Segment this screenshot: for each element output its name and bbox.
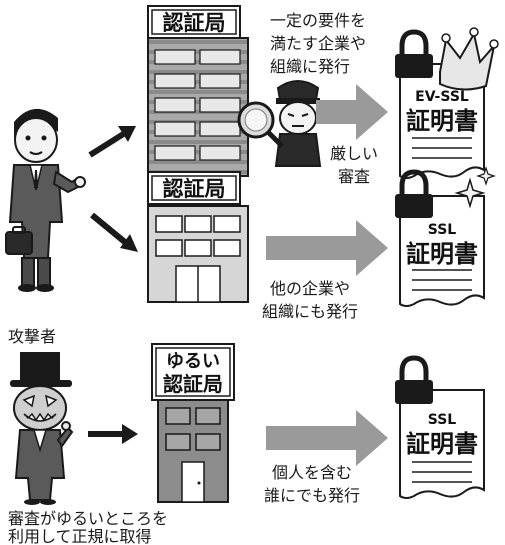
strict-review-line-1: 厳しい — [330, 144, 378, 163]
arrow-to-ssl-certificate — [266, 220, 388, 276]
arrow-to-normal-authority — [90, 212, 138, 252]
lax-authority-label-line-2: 認証局 — [163, 372, 223, 396]
ssl-type-label-bottom: SSL — [428, 412, 457, 428]
normal-authority-building — [147, 171, 249, 303]
strict-authority-label: 認証局 — [163, 11, 226, 35]
middle-issue-line-2: 組織にも発行 — [262, 302, 358, 321]
ssl-type-label-middle: SSL — [428, 222, 457, 238]
arrow-to-lax-authority — [88, 424, 138, 444]
ssl-certificate-bottom — [399, 389, 485, 499]
attacker-caption-line-2: 利用して正規に取得 — [8, 527, 152, 545]
bottom-issue-line-2: 誰にでも発行 — [264, 486, 360, 505]
attacker-label: 攻撃者 — [8, 327, 56, 346]
strict-review-line-2: 審査 — [338, 167, 370, 186]
briefcase-icon — [5, 226, 33, 255]
magnifier-icon — [237, 101, 284, 148]
ev-ssl-certificate — [399, 63, 485, 179]
requirement-text-line-2: 満たす企業や — [270, 34, 366, 53]
arrow-to-ev-certificate — [316, 84, 388, 140]
strict-authority-building — [147, 5, 249, 177]
requirement-text-line-1: 一定の要件を — [270, 11, 366, 30]
middle-issue-line-1: 他の企業や — [270, 279, 350, 298]
ssl-title-middle: 証明書 — [406, 240, 478, 268]
attacker-figure — [10, 352, 74, 505]
normal-authority-label: 認証局 — [163, 177, 226, 201]
padlock-icon-middle — [395, 169, 433, 218]
lax-authority-building — [151, 343, 235, 503]
ev-ssl-title: 証明書 — [406, 107, 478, 135]
ev-ssl-type-label: EV-SSL — [415, 89, 469, 105]
inspector-figure — [274, 80, 322, 167]
arrow-to-strict-authority — [88, 126, 136, 158]
requirement-text-line-3: 組織に発行 — [270, 57, 350, 76]
ssl-certificate-middle — [399, 195, 485, 307]
padlock-icon-bottom — [395, 355, 433, 404]
crown-icon — [439, 27, 499, 91]
bottom-issue-line-1: 個人を含む — [272, 463, 352, 482]
businessman-figure — [8, 108, 86, 292]
ssl-title-bottom: 証明書 — [406, 430, 478, 458]
lax-authority-label-line-1: ゆるい — [166, 351, 220, 372]
padlock-icon-top — [395, 29, 433, 78]
attacker-caption-line-1: 審査がゆるいところを — [8, 509, 168, 528]
arrow-to-ssl-certificate-bottom — [266, 410, 388, 466]
sparkle-icon — [454, 166, 496, 209]
